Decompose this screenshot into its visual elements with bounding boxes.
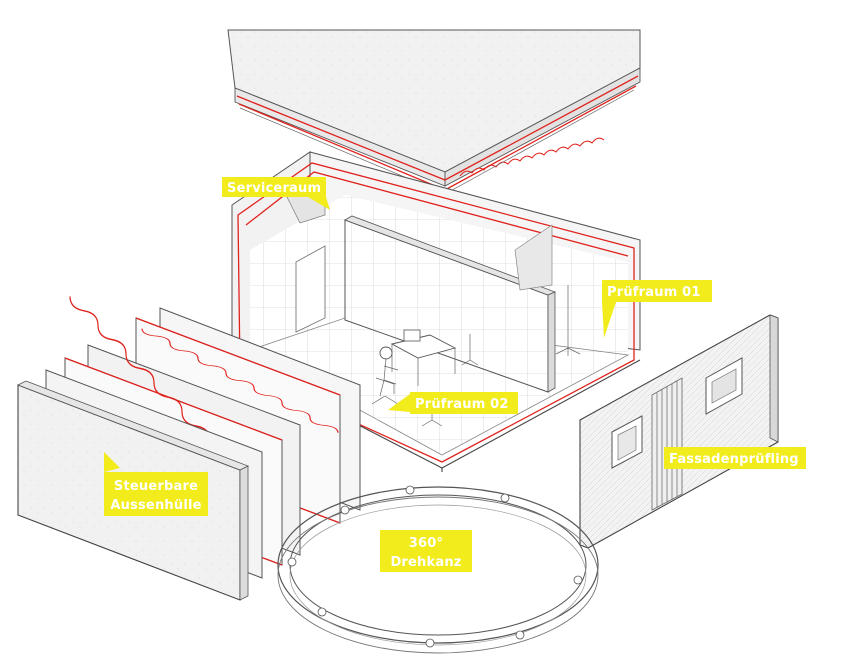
label-pruefraum-02: Prüfraum 02	[388, 392, 518, 414]
label-steuerbare-aussenhuelle: Steuerbare Aussenhülle	[104, 452, 208, 516]
label-huelle-line2: Aussenhülle	[110, 498, 201, 513]
label-drehkranz: 360° Drehkanz	[380, 530, 472, 572]
controllable-envelope-layers	[17, 296, 361, 601]
label-pruefraum-01-text: Prüfraum 01	[607, 285, 701, 300]
label-serviceraum-text: Serviceraum	[227, 181, 321, 196]
label-pruefraum-02-text: Prüfraum 02	[415, 397, 509, 412]
facade-specimen	[579, 314, 779, 549]
label-fassadenpruefling: Fassadenprüfling	[664, 447, 806, 469]
label-kranz-line2: Drehkanz	[390, 555, 461, 570]
label-pruefraum-01: Prüfraum 01	[602, 280, 712, 338]
turntable-ring	[277, 485, 599, 654]
label-huelle-line1: Steuerbare	[114, 479, 198, 494]
label-fassadenpruefling-text: Fassadenprüfling	[669, 452, 799, 467]
roof-panel	[227, 29, 641, 195]
label-kranz-line1: 360°	[409, 536, 443, 551]
label-serviceraum: Serviceraum	[222, 177, 330, 210]
room-shell	[231, 151, 641, 472]
